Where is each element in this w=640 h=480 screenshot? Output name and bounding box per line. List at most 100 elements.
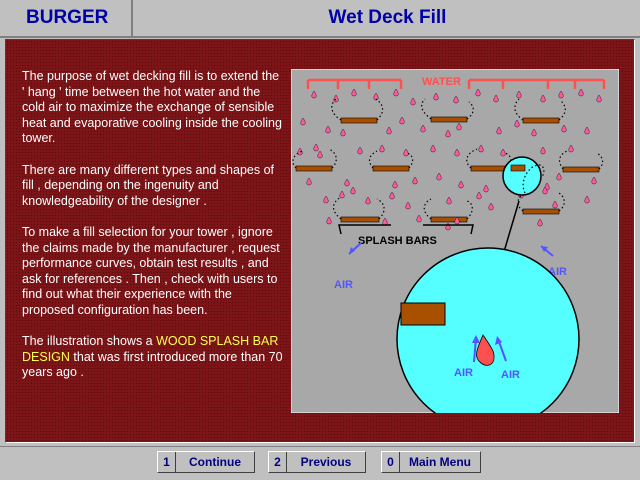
water-path bbox=[504, 152, 512, 169]
air-arrowhead-left bbox=[349, 247, 355, 254]
splash-bar bbox=[522, 208, 560, 215]
water-drop bbox=[416, 214, 422, 223]
splash-bars-label: SPLASH BARS bbox=[358, 235, 437, 247]
water-drop bbox=[350, 186, 356, 195]
water-drop bbox=[493, 94, 499, 103]
water-drop bbox=[456, 122, 462, 131]
water-drop bbox=[500, 148, 506, 157]
water-drop bbox=[405, 201, 411, 210]
air-arrowhead-c1 bbox=[472, 335, 480, 343]
previous-button[interactable]: 2 Previous bbox=[268, 451, 366, 473]
water-path bbox=[376, 198, 385, 220]
water-distributor bbox=[306, 78, 606, 89]
splash-bar bbox=[340, 117, 378, 124]
continue-key: 1 bbox=[158, 452, 176, 472]
highlight-design-name: WOOD SPLASH BAR DESIGN bbox=[22, 334, 279, 364]
water-drop bbox=[412, 176, 418, 185]
water-drop bbox=[514, 119, 520, 128]
water-drop bbox=[399, 116, 405, 125]
previous-key: 2 bbox=[269, 452, 287, 472]
main-menu-key: 0 bbox=[382, 452, 400, 472]
main-menu-label: Main Menu bbox=[409, 455, 471, 469]
water-drop bbox=[516, 90, 522, 99]
water-drop bbox=[433, 92, 439, 101]
water-drop bbox=[591, 176, 597, 185]
water-drop bbox=[430, 144, 436, 153]
water-drop bbox=[373, 92, 379, 101]
zoom-small-bar bbox=[510, 164, 526, 172]
splash-bar bbox=[522, 117, 560, 124]
water-drop bbox=[313, 143, 319, 152]
water-drop bbox=[454, 148, 460, 157]
zoom-small-circle bbox=[502, 156, 542, 196]
water-path bbox=[406, 152, 414, 169]
water-drop bbox=[537, 218, 543, 227]
water-drop bbox=[552, 200, 558, 209]
splash-bar bbox=[340, 216, 380, 223]
water-drop bbox=[357, 146, 363, 155]
water-path bbox=[558, 100, 566, 121]
water-drop bbox=[351, 88, 357, 97]
water-drop bbox=[365, 196, 371, 205]
air-arrowhead-c2 bbox=[495, 336, 502, 345]
water-drop bbox=[392, 180, 398, 189]
main-menu-button[interactable]: 0 Main Menu bbox=[381, 451, 481, 473]
water-drop bbox=[445, 129, 451, 138]
paragraph-selection: To make a fill selection for your tower … bbox=[22, 224, 280, 317]
water-drops bbox=[297, 88, 602, 231]
water-drop bbox=[340, 128, 346, 137]
previous-label: Previous bbox=[300, 455, 352, 469]
splash-bar bbox=[430, 116, 468, 123]
brand-header: BURGER bbox=[0, 0, 133, 36]
water-path bbox=[466, 200, 473, 220]
water-drop bbox=[568, 144, 574, 153]
water-drop bbox=[483, 184, 489, 193]
splash-bar-illustration: WATER SPLASH BARS AIR AIR AIR AIR bbox=[291, 69, 619, 413]
water-drop bbox=[478, 144, 484, 153]
water-drop bbox=[558, 90, 564, 99]
water-drop bbox=[300, 117, 306, 126]
continue-button[interactable]: 1 Continue bbox=[157, 451, 255, 473]
water-drop bbox=[584, 126, 590, 135]
water-drop bbox=[317, 150, 323, 159]
water-drop bbox=[306, 177, 312, 186]
zoom-water-drop bbox=[476, 334, 495, 366]
water-drop bbox=[297, 147, 303, 156]
water-drop bbox=[488, 202, 494, 211]
zoom-splash-bar bbox=[400, 302, 446, 326]
paragraph-types: There are many different types and shape… bbox=[22, 162, 275, 208]
splash-bar bbox=[470, 165, 508, 172]
air-arrowhead-right bbox=[541, 246, 548, 252]
water-drop bbox=[344, 178, 350, 187]
water-drop bbox=[389, 191, 395, 200]
water-drop bbox=[540, 94, 546, 103]
water-drop bbox=[561, 124, 567, 133]
water-drop bbox=[596, 94, 602, 103]
water-drop bbox=[420, 124, 426, 133]
water-drop bbox=[410, 97, 416, 106]
page-title: Wet Deck Fill bbox=[328, 7, 447, 28]
status-divider bbox=[0, 446, 640, 447]
zoom-large-circle bbox=[396, 247, 580, 413]
water-drop bbox=[496, 126, 502, 135]
paragraph-purpose: The purpose of wet decking fill is to ex… bbox=[22, 69, 282, 146]
splash-bars bbox=[295, 116, 600, 223]
splash-bar bbox=[372, 165, 410, 172]
water-path bbox=[292, 150, 304, 169]
water-drop bbox=[325, 125, 331, 134]
zoom-small-path bbox=[522, 164, 545, 194]
splash-bar bbox=[562, 166, 600, 173]
water-drop bbox=[393, 88, 399, 97]
water-drop bbox=[542, 186, 548, 195]
paragraph-illustration-post: that was first introduced more than 70 y… bbox=[22, 349, 283, 380]
water-path bbox=[596, 152, 604, 170]
description-text: The purpose of wet decking fill is to ex… bbox=[22, 69, 284, 396]
water-drop bbox=[386, 126, 392, 135]
title-header: Wet Deck Fill bbox=[135, 0, 640, 36]
water-drop bbox=[453, 95, 459, 104]
water-drop bbox=[556, 172, 562, 181]
water-drop bbox=[323, 195, 329, 204]
brand-name: BURGER bbox=[26, 7, 109, 28]
water-path bbox=[332, 196, 342, 220]
water-label: WATER bbox=[422, 76, 461, 88]
